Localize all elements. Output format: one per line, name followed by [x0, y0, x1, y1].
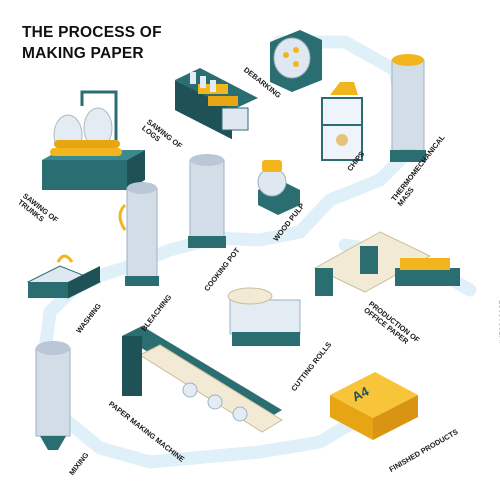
chips-tower [321, 82, 363, 161]
cutting-rolls-machine [227, 287, 301, 346]
washing-machine [26, 254, 102, 299]
sawing-trunks-machine [42, 90, 145, 190]
office-paper-line [313, 231, 460, 296]
mixing-tank [35, 341, 71, 450]
thermo-tank [390, 54, 426, 162]
wood-pulp-machine [257, 160, 300, 215]
paper-machine [122, 326, 283, 433]
cooking-pot-tank [188, 154, 226, 248]
debarking-machine [270, 30, 322, 92]
sawing-logs-machine [175, 68, 258, 140]
title-line-2: MAKING PAPER [22, 45, 144, 62]
title-line-1: THE PROCESS OF [22, 24, 162, 41]
bleaching-tank [118, 182, 159, 286]
finished-paper-pack [330, 372, 418, 440]
page-title: THE PROCESS OF MAKING PAPER [22, 22, 162, 64]
